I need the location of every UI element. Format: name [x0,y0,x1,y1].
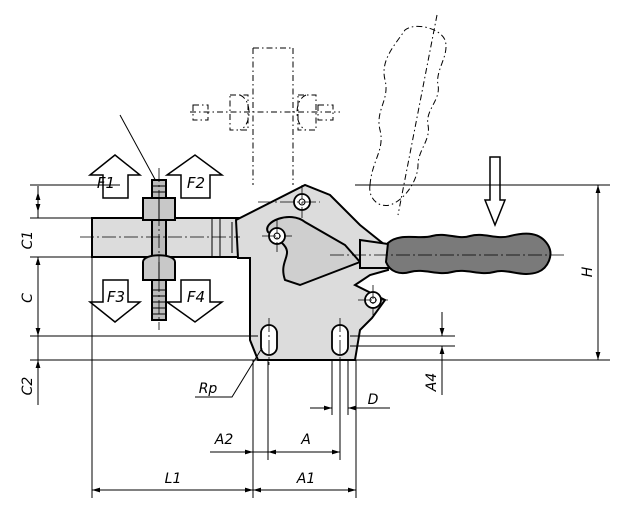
clamp-handle [359,232,552,275]
linkage-plate [266,216,362,287]
label-h: H [580,266,596,277]
force-arrow-f4 [164,279,225,323]
label-f3: F3 [107,288,125,306]
phantom-handle-open [369,14,447,216]
label-a: A [300,432,311,448]
phantom-spindle-open [190,47,340,185]
label-c2: C2 [20,377,36,396]
label-a4: A4 [424,373,440,392]
actuation-arrow [483,156,507,228]
force-arrow-f2 [164,154,225,199]
label-c: C [20,293,36,303]
label-l1: L1 [165,471,182,487]
label-f2: F2 [187,174,205,192]
force-arrow-f1 [87,154,143,199]
label-a2: A2 [214,432,234,448]
label-d: D [368,392,379,408]
label-f1: F1 [97,174,115,192]
label-c1: C1 [20,231,36,250]
spindle-leader-line [119,114,158,184]
force-arrow-f3 [87,279,143,323]
label-rp: Rp [199,381,218,397]
label-f4: F4 [187,288,205,306]
spindle-assembly [142,179,176,321]
label-a1: A1 [296,471,315,487]
